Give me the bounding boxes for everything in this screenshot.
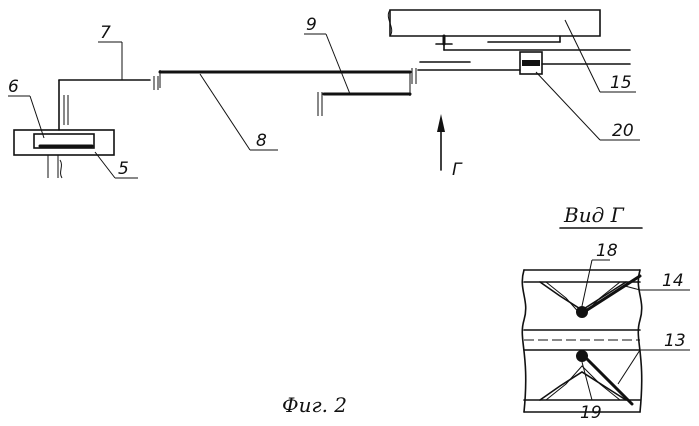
label-8: 8 xyxy=(256,131,267,151)
label-19: 19 xyxy=(580,403,602,423)
label-13: 13 xyxy=(664,331,686,351)
label-14: 14 xyxy=(662,271,684,291)
label-7: 7 xyxy=(100,23,111,43)
part-6-shaft xyxy=(59,80,68,130)
label-6: 6 xyxy=(8,77,19,97)
figure-caption: Фиг. 2 xyxy=(282,393,347,417)
view-arrow-letter: Г xyxy=(452,160,463,180)
lever-7 xyxy=(59,76,158,90)
label-5: 5 xyxy=(118,159,129,179)
lever-8 xyxy=(160,68,416,88)
label-20: 20 xyxy=(612,121,634,141)
label-9: 9 xyxy=(306,15,317,35)
part-15-bar xyxy=(388,10,630,50)
part-5-base-block xyxy=(14,130,114,178)
part-20-coupling xyxy=(520,52,630,74)
label-15: 15 xyxy=(610,73,632,93)
view-g-detail xyxy=(522,270,641,412)
label-18: 18 xyxy=(596,241,618,261)
view-title: Вид Г xyxy=(563,203,625,227)
view-arrow xyxy=(437,114,445,170)
